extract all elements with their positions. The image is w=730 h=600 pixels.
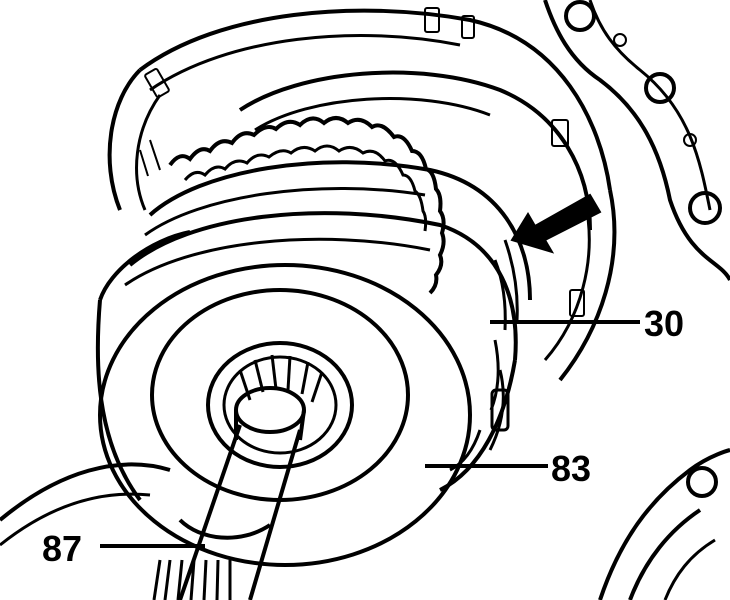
callout-labels: 30 83 87 xyxy=(42,303,684,569)
bolt-hole xyxy=(564,0,596,32)
bolt-hole xyxy=(686,466,718,498)
bolt-hole xyxy=(688,191,722,225)
lower-bracket xyxy=(598,448,730,600)
leader-lines xyxy=(100,320,640,548)
callout-83: 83 xyxy=(551,448,591,489)
bolt-hole xyxy=(613,33,627,47)
callout-87: 87 xyxy=(42,528,82,569)
input-shaft xyxy=(152,386,306,600)
drum-front-face xyxy=(98,263,472,567)
arrow-pointer xyxy=(510,193,602,254)
bolt-hole xyxy=(644,72,676,104)
housing-flange xyxy=(543,0,730,282)
lower-housing-edge xyxy=(0,462,171,547)
transmission-housing xyxy=(107,7,617,382)
callout-30: 30 xyxy=(644,303,684,344)
bolt-hole xyxy=(683,133,697,147)
clutch-pack xyxy=(95,70,592,502)
shaft-splines xyxy=(152,559,232,600)
